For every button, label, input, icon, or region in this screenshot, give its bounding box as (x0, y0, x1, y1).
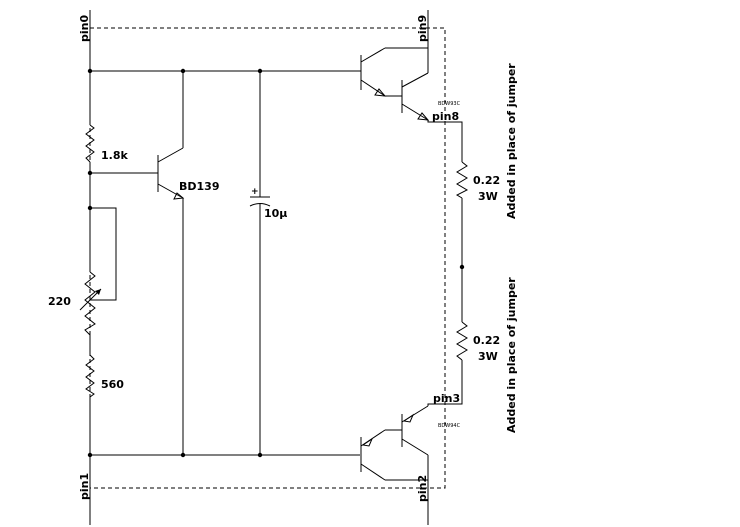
label-r-emitter-top-power: 3W (478, 190, 498, 203)
pin9-label: pin9 (416, 15, 429, 42)
capacitor-plate-bottom (249, 203, 271, 207)
junction-dot (87, 68, 93, 74)
wire-pin8 (427, 120, 463, 162)
q-lower-collector-2 (401, 438, 429, 456)
label-r-emitter-bottom: 0.22 (473, 334, 500, 347)
q-upper-collector-1 (360, 47, 386, 63)
q-upper-emitter-arrow-1 (374, 88, 387, 97)
label-r-emitter-bottom-power: 3W (478, 350, 498, 363)
label-bdw93c: BDW93C (438, 101, 461, 107)
junction-dot (257, 452, 263, 458)
label-1k8: 1.8k (101, 149, 128, 162)
junction-dot (87, 170, 93, 176)
label-10u: 10µ (264, 207, 287, 220)
wire-pot-loop (90, 207, 117, 301)
pin8-label: pin8 (432, 110, 459, 123)
resistor-1k8 (85, 124, 95, 163)
pin1-label: pin1 (78, 473, 91, 500)
q-upper-emitter-arrow-2 (417, 112, 430, 121)
junction-dot (459, 264, 465, 270)
label-r-emitter-top: 0.22 (473, 174, 500, 187)
board-outline (89, 27, 446, 489)
wire-pin3 (427, 360, 463, 406)
q-upper-emitter-1 (360, 79, 386, 97)
junction-dot (87, 452, 93, 458)
pin2-label: pin2 (416, 475, 429, 502)
bd139-emitter (157, 183, 184, 199)
pin3-label: pin3 (433, 392, 460, 405)
bd139-collector (157, 147, 184, 163)
note-bottom-jumper: Added in place of jumper (505, 277, 518, 433)
label-bd139: BD139 (179, 180, 219, 193)
potentiometer-220 (84, 271, 96, 336)
resistor-560 (85, 354, 95, 398)
junction-dot (180, 68, 186, 74)
junction-dot (87, 205, 93, 211)
label-560: 560 (101, 378, 124, 391)
q-lower-emitter-arrow-2 (402, 413, 415, 423)
junction-dot (180, 452, 186, 458)
label-bdw94c: BDW94C (438, 423, 461, 429)
bd139-emitter-arrow (173, 192, 185, 200)
junction-dot (257, 68, 263, 74)
q-upper-collector-2 (401, 72, 429, 88)
q-lower-collector-1 (360, 463, 386, 481)
pot-wiper-arrowhead (95, 289, 101, 295)
q-upper-emitter-2 (401, 103, 429, 121)
label-cap-plus: + (251, 187, 259, 197)
q-lower-emitter-arrow-1 (361, 437, 374, 447)
resistor-emitter-top (455, 161, 469, 199)
pin0-label: pin0 (78, 15, 91, 42)
note-top-jumper: Added in place of jumper (505, 63, 518, 219)
label-220: 220 (48, 295, 71, 308)
resistor-emitter-bottom (456, 321, 468, 361)
